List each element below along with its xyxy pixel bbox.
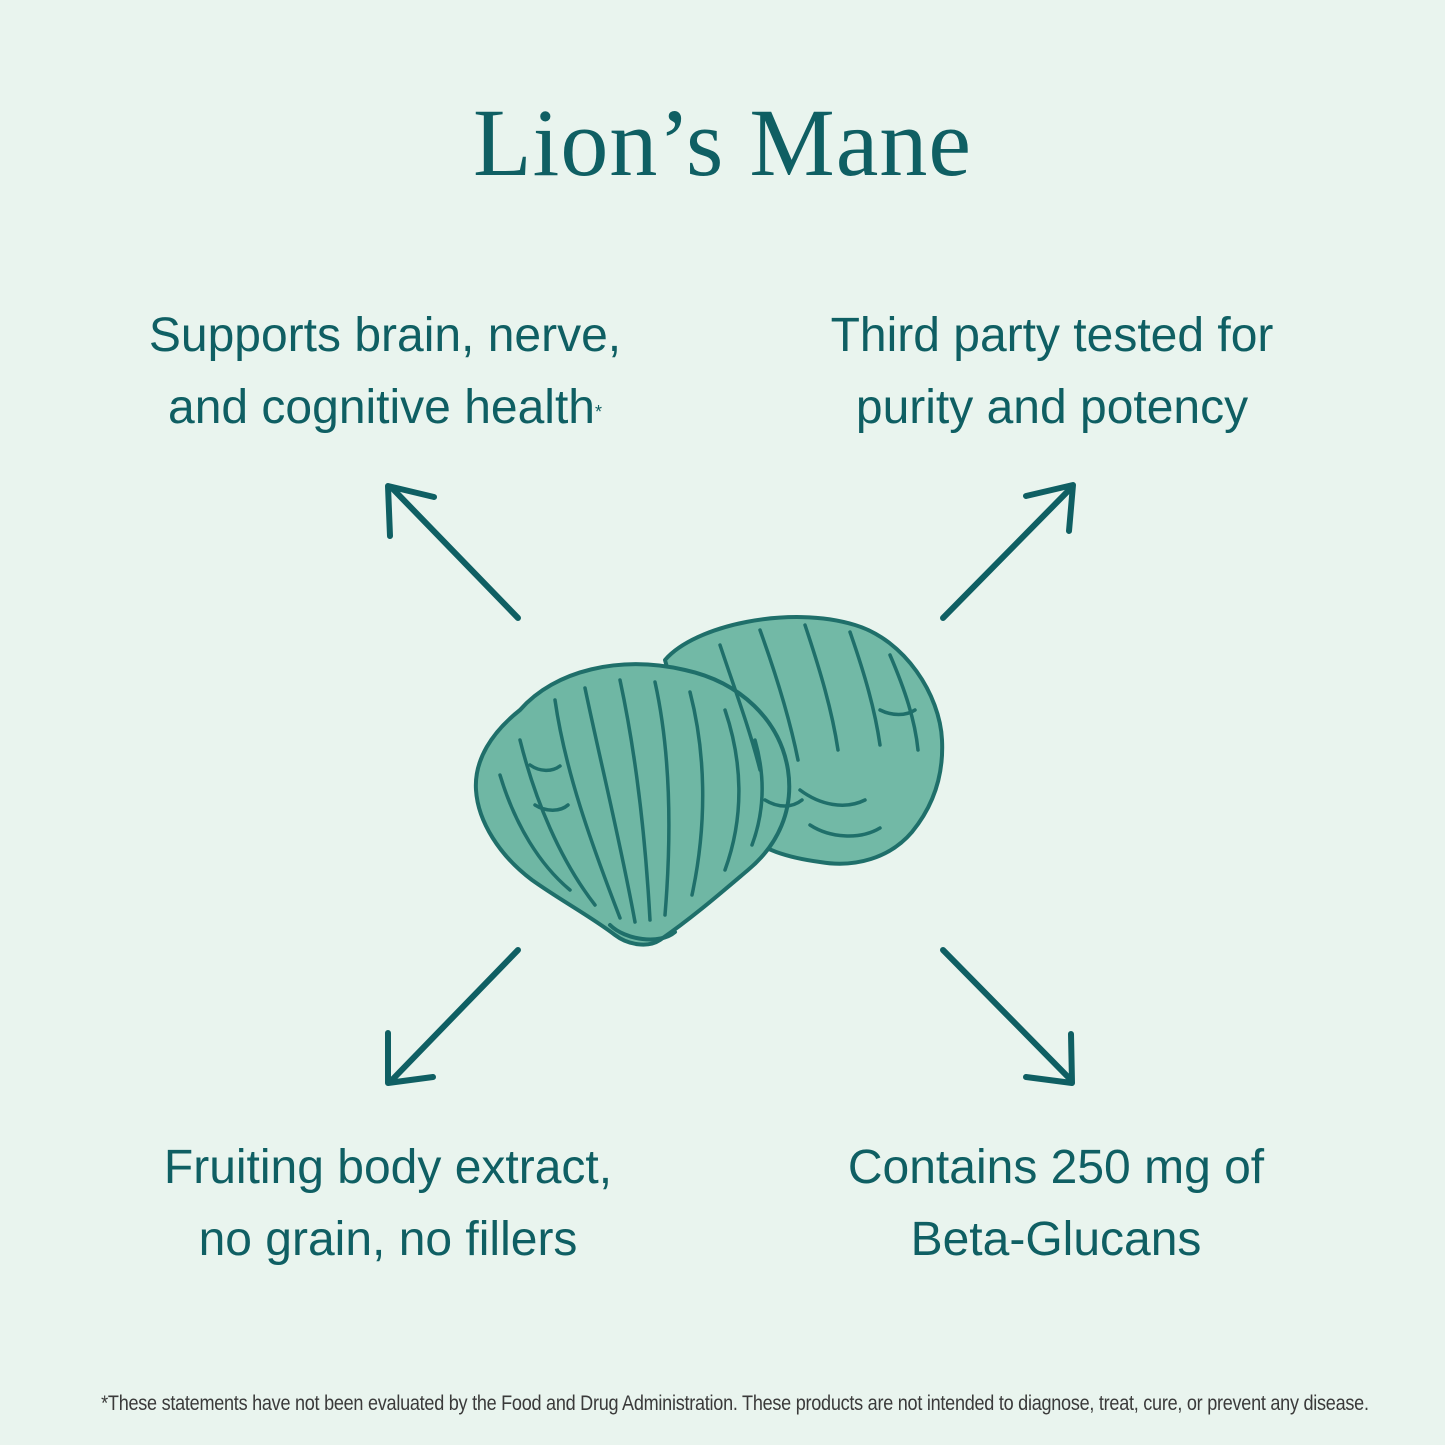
feature-line: Supports brain, nerve, <box>148 309 622 362</box>
feature-line-wrap: and cognitive health* <box>75 372 695 444</box>
feature-fruiting-body: Fruiting body extract, no grain, no fill… <box>78 1132 698 1276</box>
feature-line: Beta-Glucans <box>910 1213 1202 1266</box>
feature-line: Fruiting body extract, <box>163 1141 613 1194</box>
footnote-mark: * <box>594 402 602 422</box>
fda-disclaimer: *These statements have not been evaluate… <box>101 1392 1369 1415</box>
feature-line: and cognitive health <box>168 381 595 434</box>
feature-line: purity and potency <box>855 381 1249 434</box>
feature-line: no grain, no fillers <box>198 1213 578 1266</box>
arrow-up-right-icon <box>940 482 1076 621</box>
page-title: Lion’s Mane <box>473 89 972 196</box>
lions-mane-mushroom-icon <box>473 615 945 947</box>
feature-line: Third party tested for <box>830 309 1274 362</box>
arrow-down-right-icon <box>940 947 1075 1086</box>
mushroom-illustration <box>473 615 945 947</box>
feature-brain-health: Supports brain, nerve, and cognitive hea… <box>75 300 695 444</box>
feature-beta-glucans: Contains 250 mg of Beta-Glucans <box>746 1132 1366 1276</box>
feature-line: Contains 250 mg of <box>847 1141 1265 1194</box>
arrow-down-left-icon <box>385 947 521 1086</box>
arrow-up-left-icon <box>385 483 521 621</box>
feature-third-party-tested: Third party tested for purity and potenc… <box>742 300 1362 444</box>
